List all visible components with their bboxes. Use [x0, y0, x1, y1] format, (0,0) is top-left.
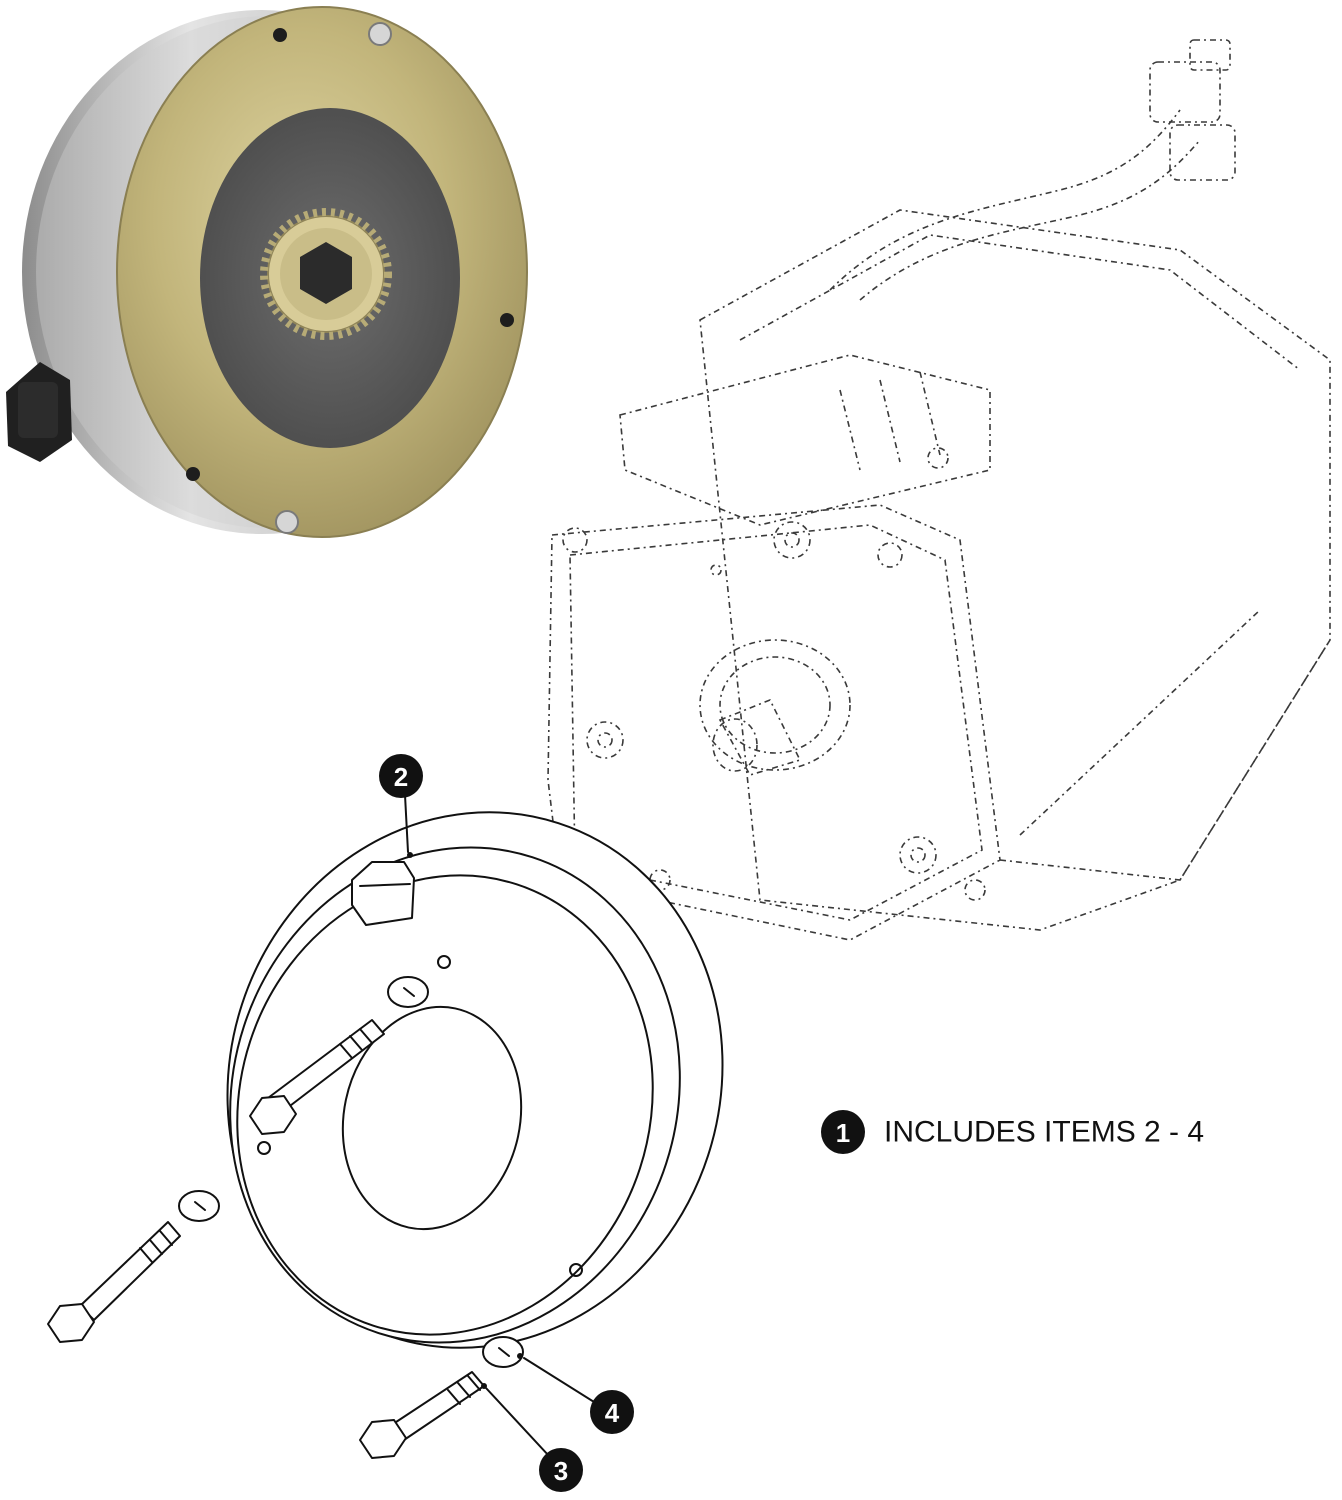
legend-text: INCLUDES ITEMS 2 - 4	[884, 1116, 1204, 1149]
callout-3: 3	[539, 1448, 583, 1492]
bolt-icon	[359, 1371, 485, 1459]
legend: 1 INCLUDES ITEMS 2 - 4	[821, 1110, 1204, 1154]
mounting-hole-icon	[500, 313, 514, 327]
hole-icon	[437, 955, 451, 969]
lock-washer-icon	[482, 1336, 524, 1368]
legend-marker-number: 1	[836, 1118, 850, 1148]
brake-exploded-view	[47, 794, 724, 1471]
motor-ghost-drawing	[547, 39, 1331, 941]
brake-connector	[351, 861, 415, 926]
hole-icon	[569, 1263, 583, 1277]
bolt-icon	[47, 1221, 181, 1343]
callout-3-number: 3	[554, 1456, 568, 1486]
screw-head-icon	[368, 22, 392, 46]
center-bore	[341, 1005, 523, 1231]
connector-plug	[6, 362, 72, 462]
callout-2: 2	[379, 754, 423, 798]
lock-washer-icon	[178, 1190, 220, 1222]
mounting-hole-icon	[186, 467, 200, 481]
screw-head-icon	[275, 510, 299, 534]
legend-marker	[821, 1110, 865, 1154]
callout-4-number: 4	[605, 1398, 620, 1428]
bolt-icon	[249, 1019, 385, 1135]
splined-hub	[260, 208, 392, 340]
hole-icon	[257, 1141, 271, 1155]
brake-photo	[6, 6, 528, 538]
lock-washer-icon	[387, 976, 429, 1008]
mounting-hole-icon	[273, 28, 287, 42]
callout-4: 4	[590, 1390, 634, 1434]
callout-2-number: 2	[394, 762, 408, 792]
